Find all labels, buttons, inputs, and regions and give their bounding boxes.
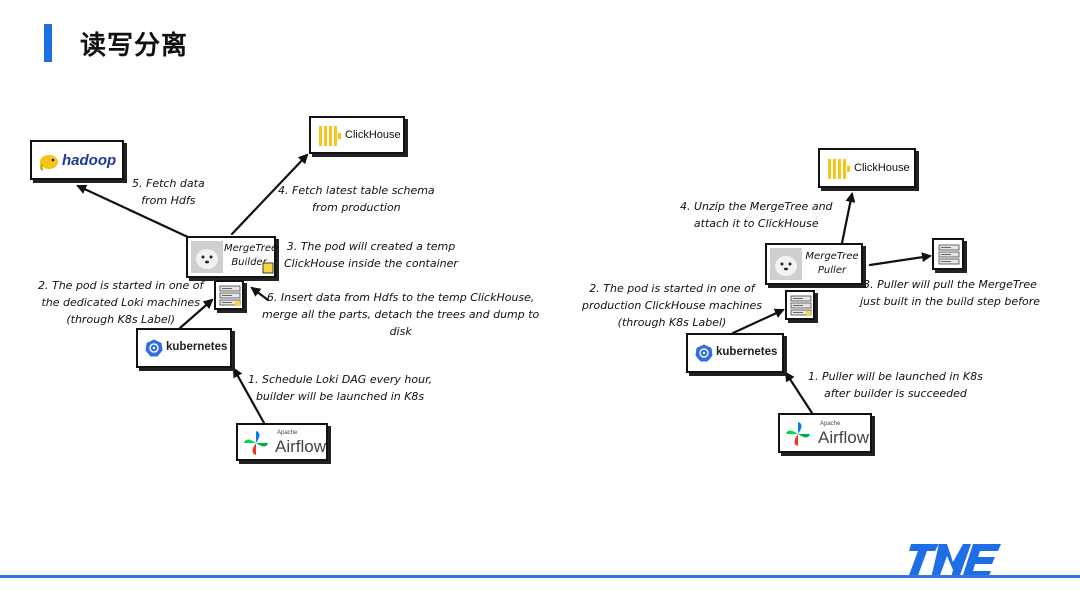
clickhouse-label-right: ClickHouse [854,162,910,174]
server-node-right-bottom [785,290,815,320]
dog-photo-icon-right [770,248,802,280]
tme-logo-icon [908,544,1001,578]
mergetree-builder-node: MergeTree Builder [186,236,278,278]
arrow-airflow-to-k8s-left [232,367,266,425]
left-step-3-label: 3. The pod will created a temp ClickHous… [284,240,458,270]
mergetree-builder-text: MergeTree Builder [224,242,278,270]
airflow-label: Airflow [275,437,327,456]
builder-label: Builder [231,257,267,268]
right-step-1-label: 1. Puller will be launched in K8s after … [808,370,983,400]
kubernetes-label-right: kubernetes [716,346,778,358]
airflow-label-right: Airflow [818,428,870,447]
left-step-2-label: 2. The pod is started in one of the dedi… [38,279,204,326]
server-node-right-top [932,238,964,270]
kubernetes-logo-icon [145,339,163,357]
page-title: 读写分离 [80,31,189,61]
server-rack-icon-right-top [938,244,960,265]
arrow-puller-to-clickhouse-right [840,192,856,245]
arrow-airflow-to-k8s-right [784,371,814,415]
footer-divider [0,575,1080,578]
airflow-node-right: Apache Airflow [778,413,872,453]
left-step-6-label: 6. Insert data from Hdfs to the temp Cli… [262,291,540,338]
clickhouse-node-left: ClickHouse [309,116,405,154]
airflow-pinwheel-icon [244,431,268,455]
hadoop-label: hadoop [62,152,117,169]
airflow-pinwheel-icon-right [786,422,810,446]
mergetree-label: MergeTree [224,243,278,254]
clickhouse-logo-icon-right [828,159,850,179]
right-step-4-label: 4. Unzip the MergeTree and attach it to … [680,200,833,230]
server-rack-icon [219,285,241,306]
dog-photo-icon [191,241,223,273]
puller-label: Puller [817,265,847,276]
clickhouse-logo-icon [319,126,341,146]
hadoop-elephant-icon [40,155,58,171]
mergetree-puller-node: MergeTree Puller [765,243,863,285]
arrow-builder-to-clickhouse-left [230,153,309,236]
server-node-left [214,280,244,310]
clickhouse-label: ClickHouse [345,129,401,141]
left-step-1-label: 1. Schedule Loki DAG every hour, builder… [248,373,433,403]
clickhouse-node-right: ClickHouse [818,148,916,188]
arrow-builder-to-server-left [250,286,270,302]
mergetree-puller-text: MergeTree Puller [805,250,859,278]
arrow-puller-to-server-right [868,252,932,267]
airflow-apache-label: Apache [277,430,298,436]
right-step-2-label: 2. The pod is started in one of producti… [582,282,762,329]
builder-badge-icon [262,262,274,274]
airflow-apache-label-right: Apache [820,421,841,427]
right-step-3-label: 3. Puller will pull the MergeTree just b… [860,278,1040,308]
airflow-node-left: Apache Airflow [236,423,328,461]
hadoop-node: hadoop [30,140,124,180]
mergetree-label-right: MergeTree [805,251,859,262]
kubernetes-node-right: kubernetes [686,333,784,373]
kubernetes-label: kubernetes [166,341,228,353]
server-rack-icon-right-bottom [790,295,812,316]
left-step-4-label: 4. Fetch latest table schema from produc… [278,184,435,214]
arrow-k8s-to-server-right [731,308,785,335]
left-step-5-label: 5. Fetch data from Hdfs [132,177,205,207]
arrow-k8s-to-server-left [178,298,214,330]
kubernetes-node-left: kubernetes [136,328,232,368]
kubernetes-logo-icon-right [695,344,713,362]
arrow-builder-to-hadoop [76,184,192,240]
title-accent-bar [44,24,52,62]
